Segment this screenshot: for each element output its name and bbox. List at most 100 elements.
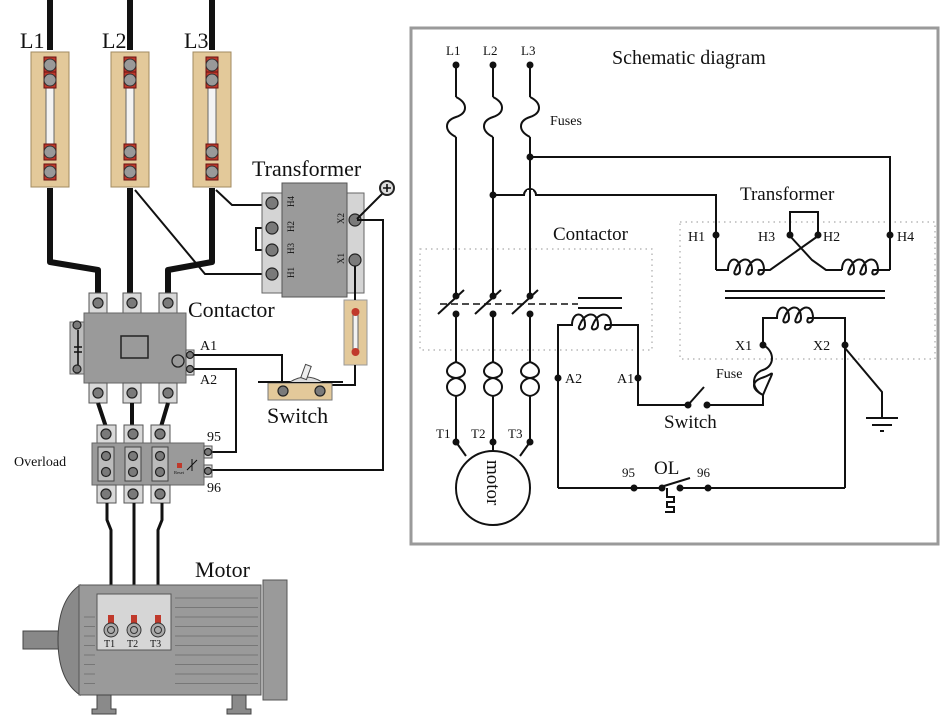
reset-button[interactable] — [177, 463, 182, 468]
terminal-h1: H1 — [286, 267, 296, 278]
overload-95: 95 — [207, 430, 221, 445]
fuse-cartridge — [207, 79, 217, 153]
overload-96: 96 — [207, 481, 221, 496]
main-contact — [474, 289, 502, 315]
screw — [127, 466, 139, 478]
junction-dot — [704, 484, 712, 492]
terminal-h2: H2 — [286, 221, 296, 232]
main-contact — [511, 289, 539, 315]
contactor-coil — [557, 313, 688, 488]
secondary-coil — [762, 306, 846, 488]
overload-heater — [483, 314, 503, 442]
contactor-label: Contactor — [188, 297, 275, 322]
terminal-lug — [108, 615, 114, 624]
sch-l2: L2 — [483, 43, 497, 58]
overload-heater — [520, 314, 540, 442]
fuse-nut — [205, 58, 219, 72]
fuse-nut — [205, 165, 219, 179]
junction-dot — [658, 484, 666, 492]
sch-h1: H1 — [688, 230, 705, 245]
fuse-nut — [43, 73, 57, 87]
overload-relay: Reset — [91, 424, 213, 504]
schematic-wires — [437, 61, 898, 513]
sch-h2: H2 — [823, 230, 840, 245]
ol-contact — [663, 477, 691, 487]
h2-h3-jumper — [255, 227, 262, 251]
primary-coil-left — [716, 235, 819, 276]
terminal-h4: H4 — [286, 196, 296, 207]
motor-symbol — [455, 450, 531, 526]
junction-dot — [712, 231, 720, 239]
h2-h3-link — [789, 211, 819, 236]
terminal-lug — [155, 615, 161, 624]
control-fuse-symbol — [753, 344, 773, 396]
terminal-nut-hole — [107, 626, 115, 634]
motor-label: Motor — [195, 557, 251, 582]
motor-t1: T1 — [104, 639, 115, 650]
phase-wire — [483, 65, 503, 296]
transformer-primary-wires — [134, 189, 262, 275]
motor — [22, 579, 288, 715]
sch-t1: T1 — [436, 426, 450, 441]
terminal-nut-hole — [154, 626, 162, 634]
sch-a1: A1 — [617, 372, 634, 387]
sch-t3: T3 — [508, 426, 522, 441]
junction-dot — [676, 484, 684, 492]
screw — [154, 466, 166, 478]
sch-x2: X2 — [813, 339, 830, 354]
contactor-a1: A1 — [200, 339, 217, 354]
motor-t3: T3 — [150, 639, 161, 650]
h3-crossover — [789, 235, 842, 271]
fuse-cartridge — [45, 79, 55, 153]
toggle-switch[interactable] — [258, 363, 343, 401]
switch-label: Switch — [267, 403, 328, 428]
junction-dot — [814, 231, 822, 239]
sch-l3: L3 — [521, 43, 535, 58]
primary-coil-right — [841, 258, 890, 276]
schematic-diagram: Schematic diagram L1 L2 L3 Fuses Contact… — [409, 26, 940, 546]
sch-transformer-label: Transformer — [740, 184, 835, 205]
sch-switch-label: Switch — [664, 412, 717, 433]
phase-wire — [520, 65, 540, 296]
coil-wires — [194, 354, 283, 453]
reset-label: Reset — [174, 470, 185, 475]
line-label-l2: L2 — [102, 28, 126, 53]
sch-h4: H4 — [897, 230, 914, 245]
motor-leads — [455, 441, 531, 457]
transformer-label: Transformer — [252, 156, 362, 181]
fuse-nut — [43, 165, 57, 179]
sch-ol-label: OL — [654, 458, 679, 479]
sch-t2: T2 — [471, 426, 485, 441]
fuse-nut — [205, 73, 219, 87]
junction-dot — [841, 341, 849, 349]
screw — [154, 450, 166, 462]
line-label-l3: L3 — [184, 28, 208, 53]
ground-wire — [844, 347, 898, 432]
terminal-nut — [126, 622, 142, 638]
line-label-l1: L1 — [20, 28, 44, 53]
sch-motor-label: motor — [482, 460, 503, 506]
line-wires — [47, 188, 215, 300]
coil-core — [578, 297, 622, 309]
contactor-box — [419, 248, 653, 351]
sch-h3: H3 — [758, 230, 775, 245]
terminal-x2: X2 — [336, 213, 346, 224]
junction-dot — [630, 484, 638, 492]
terminal-nut — [150, 622, 166, 638]
sch-96: 96 — [697, 465, 711, 480]
junction-dot — [786, 231, 794, 239]
screw — [100, 466, 112, 478]
contactor — [69, 292, 195, 404]
terminal-x1: X1 — [336, 253, 346, 264]
fuse-nut — [123, 145, 137, 159]
switch-blade — [687, 386, 705, 406]
sch-95: 95 — [622, 465, 635, 480]
contactor-a2: A2 — [200, 373, 217, 388]
fuse-nut — [123, 73, 137, 87]
ol-thermal-element — [665, 488, 675, 513]
screw — [127, 450, 139, 462]
fuse-cartridge — [125, 79, 135, 153]
sch-contactor-label: Contactor — [553, 224, 629, 245]
main-contact — [437, 289, 465, 315]
